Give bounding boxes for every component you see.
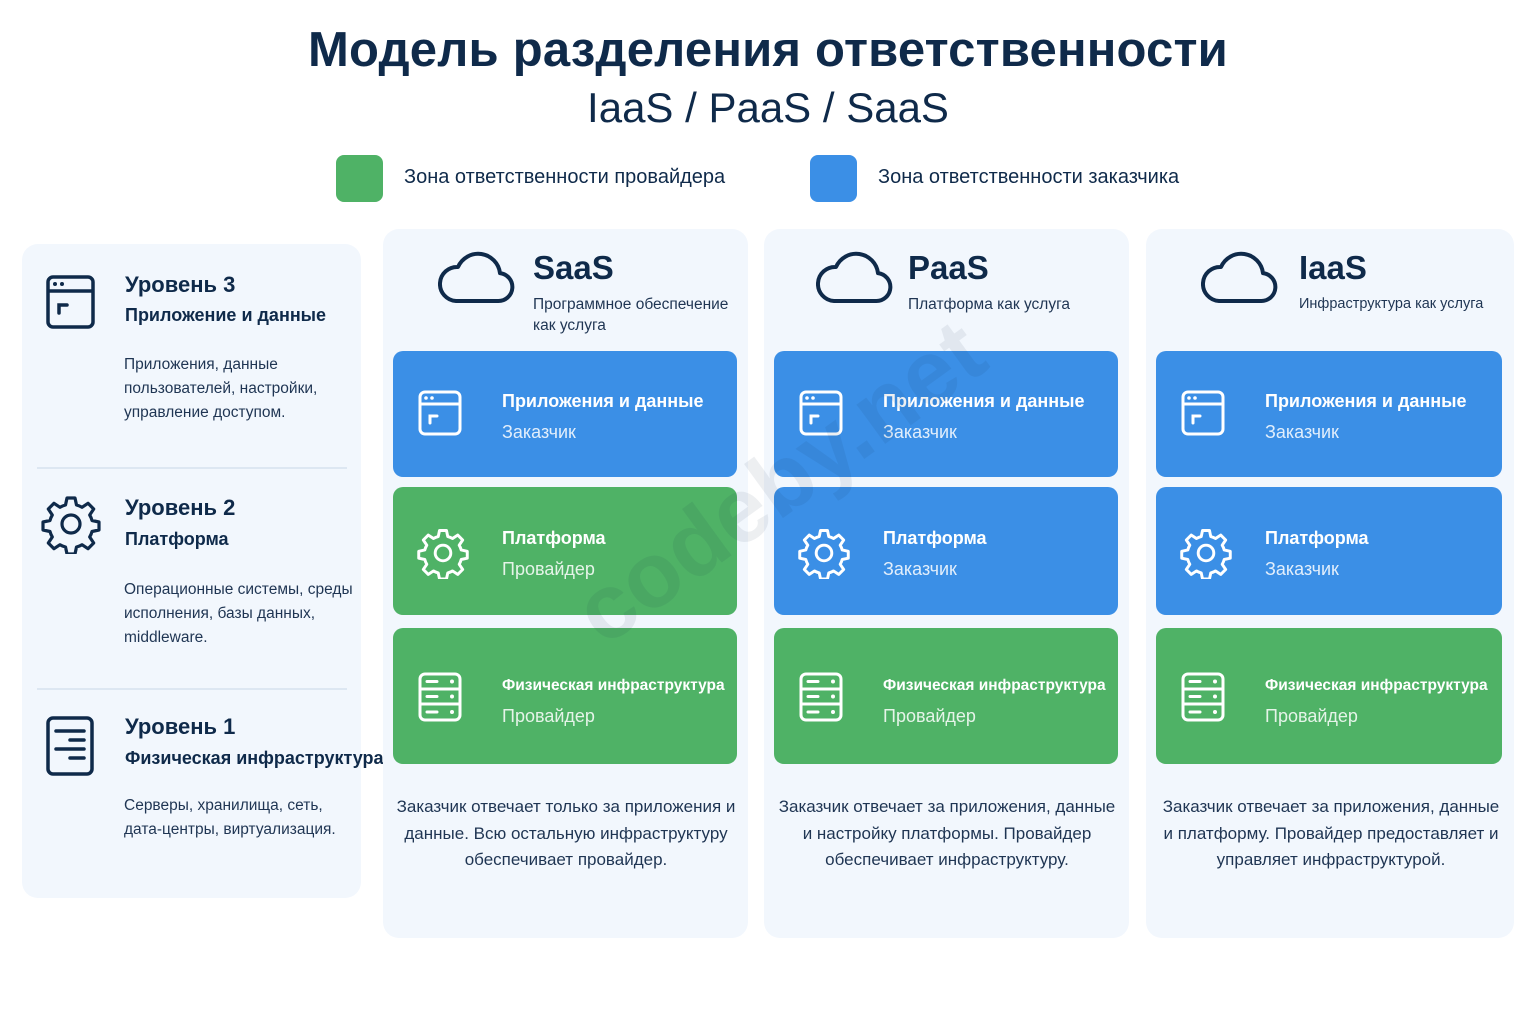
model-title: SaaS <box>533 249 614 286</box>
model-title: PaaS <box>908 249 989 286</box>
model-column-paas: PaaS Платформа как услуга Приложения и д… <box>764 229 1129 938</box>
model-note: Заказчик отвечает только за приложения и… <box>396 797 736 869</box>
app-window-icon <box>1181 390 1225 436</box>
cloud-icon <box>1201 251 1278 304</box>
layer-owner: Провайдер <box>883 706 976 726</box>
layer-app-data: Приложения и данные Заказчик <box>1156 351 1502 477</box>
layer-owner: Заказчик <box>1265 422 1339 442</box>
layer-name: Приложения и данные <box>1265 391 1467 411</box>
layer-owner: Заказчик <box>883 559 957 579</box>
model-title: IaaS <box>1299 249 1367 286</box>
model-note: Заказчик отвечает за приложения, данные … <box>1162 797 1500 869</box>
layer-owner: Заказчик <box>883 422 957 442</box>
gear-icon <box>417 528 469 579</box>
layer-platform: Платформа Заказчик <box>774 487 1118 615</box>
level-1-desc: Серверы, хранилища, сеть, дата-центры, в… <box>124 797 336 838</box>
level-2-name: Платформа <box>125 529 229 549</box>
layer-owner: Провайдер <box>502 559 595 579</box>
cloud-icon <box>816 251 893 304</box>
cloud-icon <box>438 251 515 304</box>
model-subtitle: Программное обеспечение как услуга <box>533 296 729 334</box>
layer-app-data: Приложения и данные Заказчик <box>393 351 737 477</box>
layer-infrastructure: Физическая инфраструктура Провайдер <box>393 628 737 764</box>
level-3-desc: Приложения, данные пользователей, настро… <box>124 356 318 421</box>
level-3-title: Уровень 3 <box>125 272 236 297</box>
layer-infrastructure: Физическая инфраструктура Провайдер <box>1156 628 1502 764</box>
legend-customer-swatch <box>810 155 857 202</box>
gear-icon <box>798 528 850 579</box>
layer-platform: Платформа Заказчик <box>1156 487 1502 615</box>
legend-customer-label: Зона ответственности заказчика <box>878 166 1180 188</box>
legend-provider-label: Зона ответственности провайдера <box>404 166 726 188</box>
level-3-name: Приложение и данные <box>125 305 327 325</box>
page-subtitle: IaaS / PaaS / SaaS <box>587 84 949 131</box>
gear-icon <box>1180 528 1232 579</box>
model-note: Заказчик отвечает за приложения, данные … <box>778 797 1116 869</box>
layer-owner: Заказчик <box>1265 559 1339 579</box>
server-icon <box>46 716 94 776</box>
level-divider <box>37 467 347 469</box>
layer-name: Приложения и данные <box>502 391 704 411</box>
gear-icon <box>41 496 101 554</box>
level-2-title: Уровень 2 <box>125 495 236 520</box>
model-column-saas: SaaS Программное обеспечение как услуга … <box>383 229 748 938</box>
layer-platform: Платформа Провайдер <box>393 487 737 615</box>
legend-provider-swatch <box>336 155 383 202</box>
level-divider <box>37 688 347 690</box>
model-column-iaas: IaaS Инфраструктура как услуга Приложени… <box>1146 229 1514 938</box>
level-2-desc: Операционные системы, среды исполнения, … <box>124 581 353 646</box>
layer-infrastructure: Физическая инфраструктура Провайдер <box>774 628 1118 764</box>
level-1-title: Уровень 1 <box>125 714 236 739</box>
server-icon <box>799 672 843 722</box>
levels-panel: Уровень 3 Приложение и данные Приложения… <box>22 244 384 898</box>
app-window-icon <box>418 390 462 436</box>
model-subtitle: Платформа как услуга <box>908 296 1071 313</box>
layer-name: Физическая инфраструктура <box>883 677 1106 694</box>
page-title: Модель разделения ответственности <box>307 23 1229 77</box>
model-subtitle: Инфраструктура как услуга <box>1299 296 1484 312</box>
app-window-icon <box>799 390 843 436</box>
layer-name: Физическая инфраструктура <box>502 677 725 694</box>
layer-owner: Заказчик <box>502 422 576 442</box>
level-1-name: Физическая инфраструктура <box>125 748 384 768</box>
layer-owner: Провайдер <box>502 706 595 726</box>
layer-name: Приложения и данные <box>883 391 1085 411</box>
layer-app-data: Приложения и данные Заказчик <box>774 351 1118 477</box>
layer-name: Платформа <box>502 528 606 548</box>
server-icon <box>418 672 462 722</box>
layer-owner: Провайдер <box>1265 706 1358 726</box>
layer-name: Физическая инфраструктура <box>1265 677 1488 694</box>
layer-name: Платформа <box>1265 528 1369 548</box>
app-window-icon <box>46 275 95 329</box>
layer-name: Платформа <box>883 528 987 548</box>
server-icon <box>1181 672 1225 722</box>
